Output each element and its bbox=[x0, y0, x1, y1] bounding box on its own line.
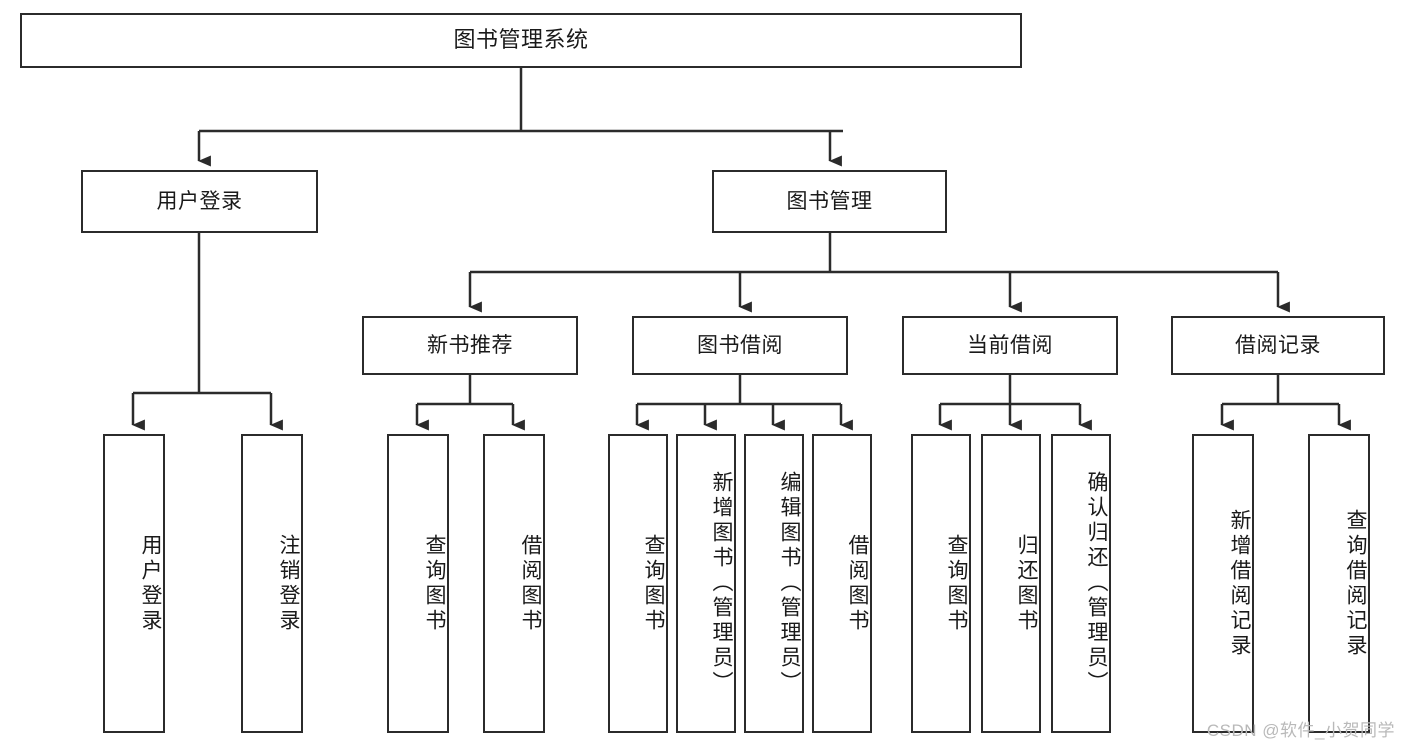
node-label: 查询图书 bbox=[642, 533, 665, 634]
node-label: 查询借阅记录 bbox=[1344, 508, 1367, 659]
leaf-user-login-logout[interactable]: 注销登录 bbox=[241, 434, 303, 733]
node-root-book-management-system[interactable]: 图书管理系统 bbox=[20, 13, 1022, 68]
node-book-management[interactable]: 图书管理 bbox=[712, 170, 947, 233]
node-label: 归还图书 bbox=[1015, 533, 1038, 634]
leaf-new-book-borrow[interactable]: 借阅图书 bbox=[483, 434, 545, 733]
node-current-borrow[interactable]: 当前借阅 bbox=[902, 316, 1118, 375]
leaf-current-confirm-return-admin[interactable]: 确认归还（管理员） bbox=[1051, 434, 1111, 733]
node-new-book-recommend[interactable]: 新书推荐 bbox=[362, 316, 578, 375]
leaf-borrow-add-book-admin[interactable]: 新增图书（管理员） bbox=[676, 434, 736, 733]
node-label: 查询图书 bbox=[423, 533, 446, 634]
node-user-login[interactable]: 用户登录 bbox=[81, 170, 318, 233]
node-label: 注销登录 bbox=[277, 533, 300, 634]
node-label: 图书管理 bbox=[786, 189, 873, 213]
node-label: 用户登录 bbox=[156, 189, 243, 213]
leaf-current-query-book[interactable]: 查询图书 bbox=[911, 434, 971, 733]
leaf-new-book-query[interactable]: 查询图书 bbox=[387, 434, 449, 733]
node-label: 新增借阅记录 bbox=[1228, 508, 1251, 659]
node-label: 借阅图书 bbox=[519, 533, 542, 634]
node-label: 当前借阅 bbox=[967, 333, 1053, 357]
node-label: 新书推荐 bbox=[427, 333, 513, 357]
node-label: 新增图书（管理员） bbox=[710, 471, 733, 696]
leaf-borrow-borrow-book[interactable]: 借阅图书 bbox=[812, 434, 872, 733]
node-label: 图书借阅 bbox=[697, 333, 783, 357]
node-label: 编辑图书（管理员） bbox=[778, 471, 801, 696]
leaf-borrow-edit-book-admin[interactable]: 编辑图书（管理员） bbox=[744, 434, 804, 733]
node-label: 用户登录 bbox=[139, 533, 162, 634]
node-book-borrow[interactable]: 图书借阅 bbox=[632, 316, 848, 375]
node-label: 借阅记录 bbox=[1235, 333, 1321, 357]
node-borrow-record[interactable]: 借阅记录 bbox=[1171, 316, 1385, 375]
node-label: 借阅图书 bbox=[846, 533, 869, 634]
leaf-user-login-login[interactable]: 用户登录 bbox=[103, 434, 165, 733]
node-label: 查询图书 bbox=[945, 533, 968, 634]
leaf-borrow-query-book[interactable]: 查询图书 bbox=[608, 434, 668, 733]
node-label: 确认归还（管理员） bbox=[1085, 471, 1108, 696]
leaf-record-query-record[interactable]: 查询借阅记录 bbox=[1308, 434, 1370, 733]
node-label: 图书管理系统 bbox=[453, 27, 589, 53]
leaf-record-add-record[interactable]: 新增借阅记录 bbox=[1192, 434, 1254, 733]
leaf-current-return-book[interactable]: 归还图书 bbox=[981, 434, 1041, 733]
